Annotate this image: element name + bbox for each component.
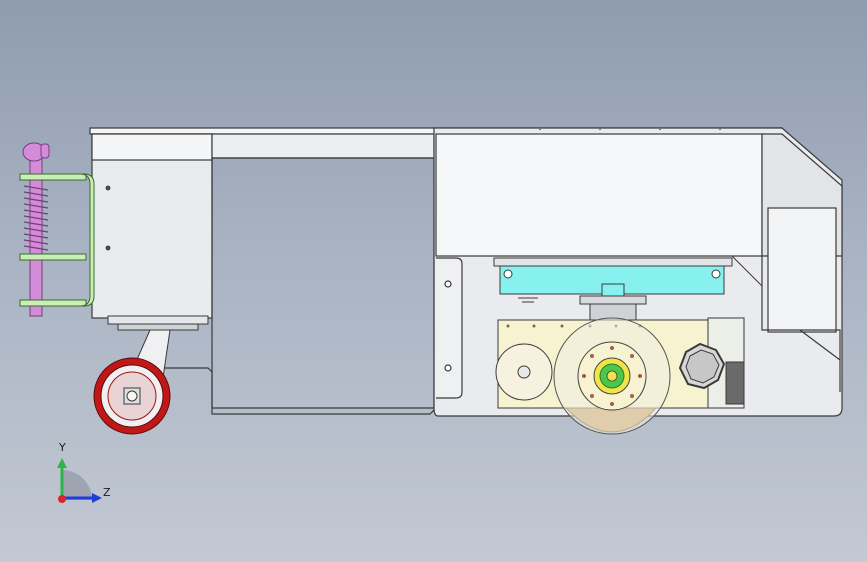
middle-bay-outline [211, 157, 435, 409]
drive-wheel[interactable] [553, 317, 671, 435]
y-axis-label: Y [59, 441, 66, 454]
rail-bolt [711, 269, 721, 279]
bolt [444, 364, 452, 372]
spring-coil [23, 185, 49, 251]
screw [105, 185, 111, 191]
top-beam[interactable] [211, 133, 435, 159]
screw [105, 245, 111, 251]
battery-box-lid[interactable] [91, 133, 213, 161]
bolt [444, 280, 452, 288]
top-rivets [538, 127, 722, 131]
battery-box[interactable] [91, 133, 213, 319]
z-axis-label: Z [103, 486, 111, 499]
lift-rail-assembly[interactable] [493, 255, 763, 321]
coordinate-triad [57, 458, 102, 503]
caster-wheel[interactable] [93, 315, 209, 435]
x-axis-dot [58, 495, 66, 503]
front-panel[interactable] [767, 207, 837, 333]
inner-panel [436, 257, 463, 399]
upper-compartment[interactable] [435, 133, 763, 257]
hub-bolts [582, 346, 642, 406]
lower-chassis-edge [160, 367, 437, 415]
front-diagonal [799, 329, 841, 361]
bumper-assembly[interactable] [19, 142, 95, 317]
rail-bolt [503, 269, 513, 279]
bumper-bracket[interactable] [19, 173, 95, 307]
